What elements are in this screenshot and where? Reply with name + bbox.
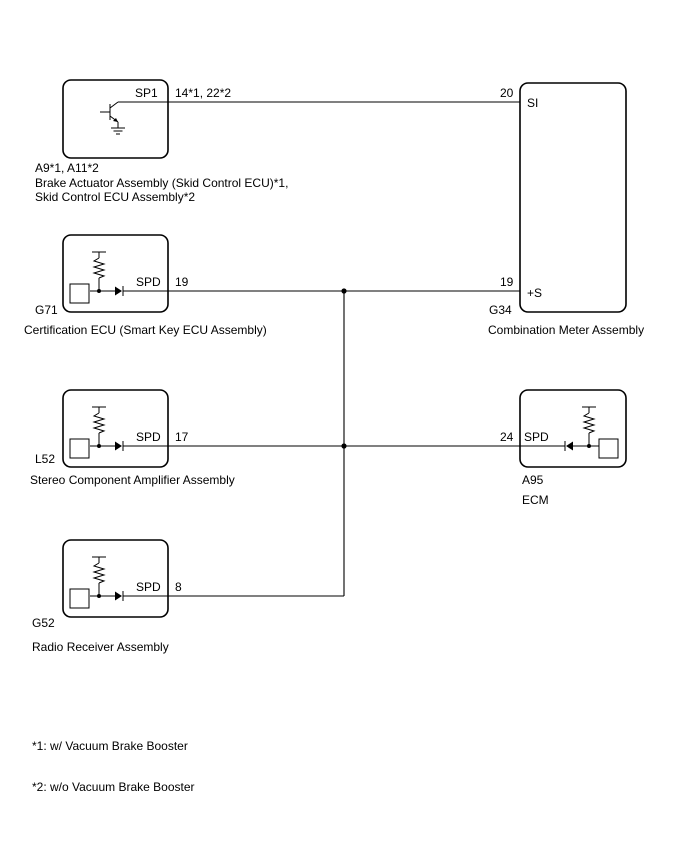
pin-number-ecm: 24 [500,430,514,444]
pin-number-plus-s: 19 [500,275,514,289]
component-name-radio: Radio Receiver Assembly [32,640,169,654]
ecm-box: SPD [519,389,627,468]
brake-actuator-box: SP1 [62,79,169,159]
diode-icon [90,286,168,296]
transistor-icon [100,101,168,128]
radio-receiver-box: SPD [62,539,169,618]
connector-stereo: L52 [35,452,55,466]
circuit-block-icon [69,588,90,609]
junction-dot [341,443,347,449]
pin-number-cert: 19 [175,275,189,289]
component-name-stereo: Stereo Component Amplifier Assembly [30,473,235,487]
circuit-block-icon [598,438,619,459]
junction-dot [97,444,101,448]
pin-number-si: 20 [500,86,514,100]
pullup-resistor-icon [92,251,106,291]
connector-brake: A9*1, A11*2 [35,161,99,175]
connector-cert: G71 [35,303,58,317]
pin-number-radio: 8 [175,580,182,594]
pullup-resistor-icon [92,406,106,446]
pin-number-stereo: 17 [175,430,189,444]
pullup-resistor-icon [582,406,596,446]
circuit-block-icon [69,438,90,459]
component-name-brake-1: Brake Actuator Assembly (Skid Control EC… [35,176,288,190]
certification-ecu-box: SPD [62,234,169,313]
ground-icon [111,127,125,135]
footnote-1: *1: w/ Vacuum Brake Booster [32,739,188,753]
pin-name-sp1: SP1 [135,86,158,100]
component-name-brake-2: Skid Control ECU Assembly*2 [35,190,195,204]
junction-dot [97,594,101,598]
stereo-amp-box: SPD [62,389,169,468]
junction-dot [341,288,347,294]
junction-dot [587,444,591,448]
pin-name-spd-ecm: SPD [524,430,549,444]
component-name-meter: Combination Meter Assembly [488,323,644,337]
pin-name-spd-radio: SPD [136,580,161,594]
circuit-block-icon [69,283,90,304]
pullup-resistor-icon [92,556,106,596]
footnote-2: *2: w/o Vacuum Brake Booster [32,780,195,794]
diode-icon [520,441,599,451]
connector-ecm: A95 [522,473,544,487]
connector-meter: G34 [489,303,512,317]
diode-icon [90,441,168,451]
diode-icon [90,591,168,601]
pin-name-spd-stereo: SPD [136,430,161,444]
component-name-cert: Certification ECU (Smart Key ECU Assembl… [24,323,267,337]
connector-radio: G52 [32,616,55,630]
pin-number-brake: 14*1, 22*2 [175,86,231,100]
pin-name-plus-s: +S [527,286,542,300]
pin-name-si: SI [527,96,538,110]
junction-dot [97,289,101,293]
combination-meter-box: SI +S [519,82,627,313]
component-name-ecm: ECM [522,493,549,507]
pin-name-spd-cert: SPD [136,275,161,289]
